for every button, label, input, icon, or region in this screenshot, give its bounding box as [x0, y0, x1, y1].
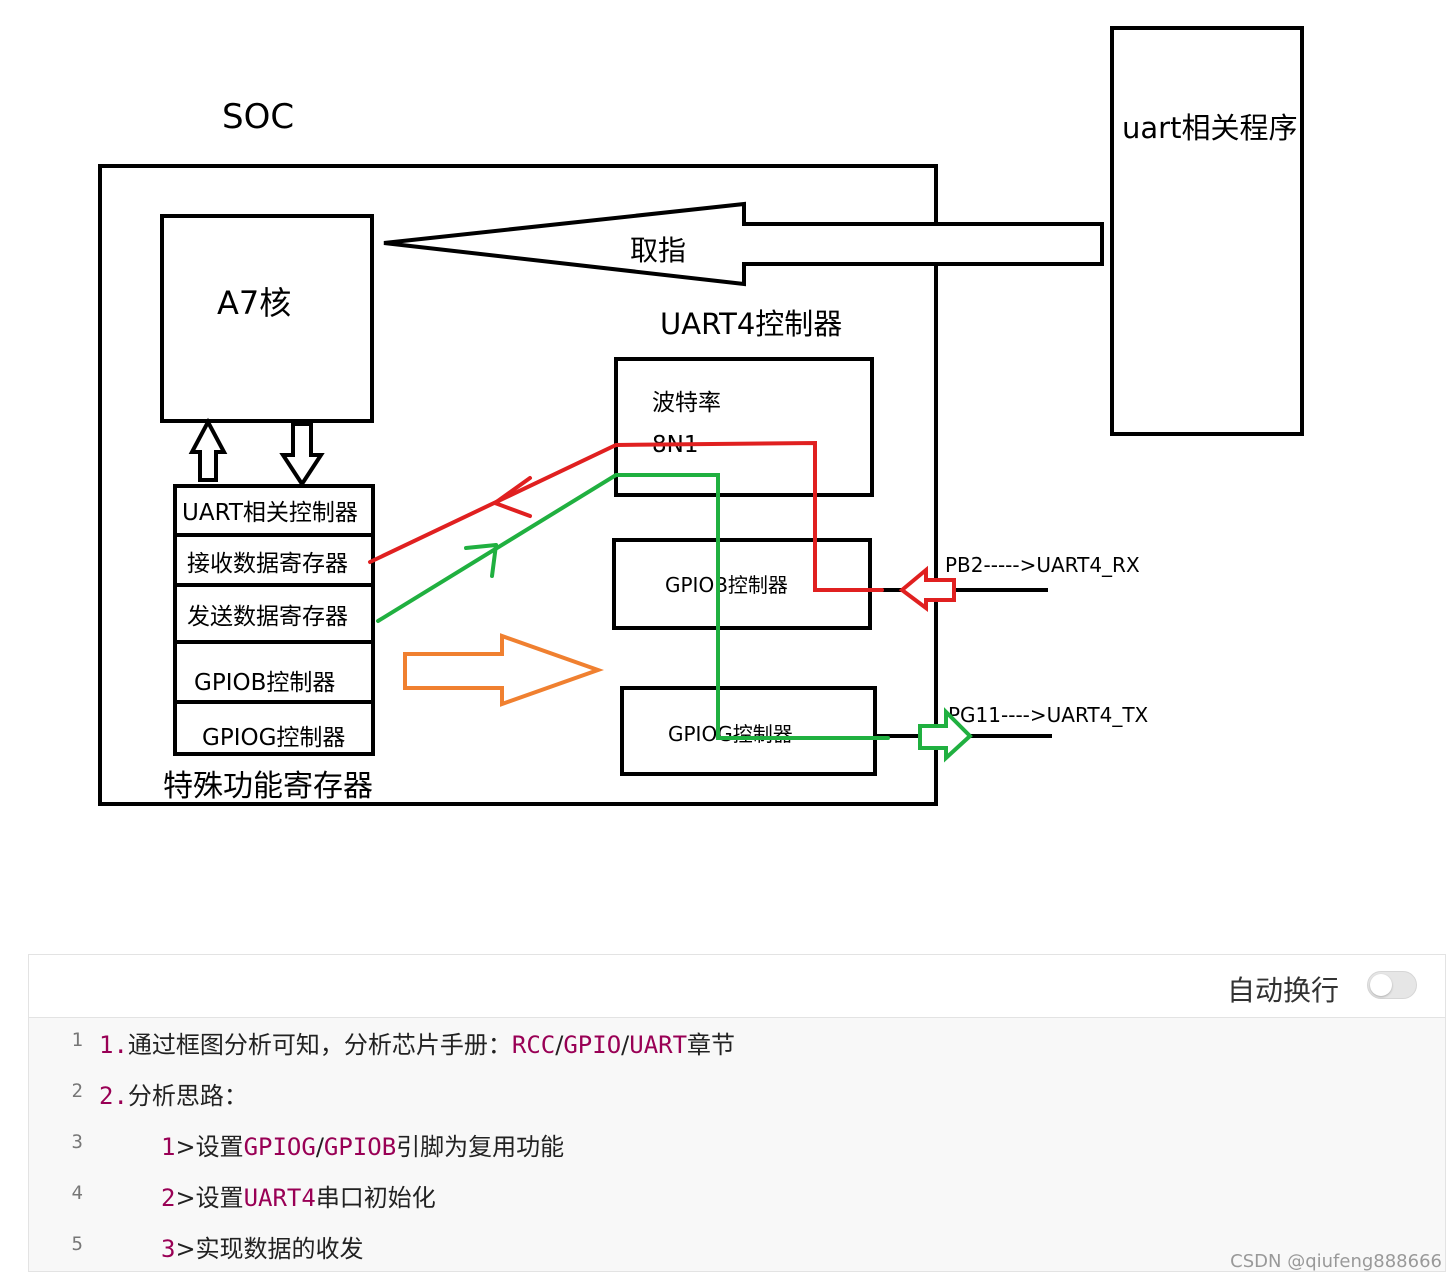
code-keyword: GPIOG [243, 1133, 316, 1161]
soc-box [98, 164, 938, 806]
code-line: 4 2>设置UART4串口初始化 [29, 1170, 1445, 1221]
uart4-controller-box [614, 357, 874, 497]
reg-gpiog-label: GPIOG控制器 [202, 725, 345, 751]
code-segment: / [315, 1133, 324, 1161]
toggle-knob [1370, 974, 1392, 996]
line-number: 4 [71, 1182, 83, 1204]
code-keyword: GPIO [563, 1031, 622, 1059]
code-keyword: UART4 [243, 1184, 316, 1212]
code-keyword: 2. [99, 1082, 128, 1110]
code-text: 2>设置UART4串口初始化 [161, 1178, 436, 1213]
gpiob-controller-label: GPIOB控制器 [665, 573, 788, 597]
code-keyword: GPIOB [323, 1133, 397, 1161]
code-segment: 引脚为复用功能 [396, 1133, 565, 1161]
code-keyword: 1. [99, 1031, 128, 1059]
code-segment: 串口初始化 [315, 1184, 436, 1212]
reg-rx-label: 接收数据寄存器 [187, 551, 348, 577]
code-keyword: RCC [511, 1031, 556, 1059]
up-arrow-icon [188, 417, 228, 482]
code-text: 1>设置GPIOG/GPIOB引脚为复用功能 [161, 1127, 564, 1162]
code-segment: >设置 [175, 1184, 244, 1212]
reg-uart-label: UART相关控制器 [182, 500, 358, 526]
code-keyword: 1 [161, 1133, 176, 1161]
pb2-label: PB2----->UART4_RX [945, 553, 1140, 577]
code-segment: >设置 [175, 1133, 244, 1161]
code-keyword: 3 [161, 1235, 176, 1263]
pg11-label: PG11---->UART4_TX [948, 703, 1149, 727]
gpiog-controller-box [620, 686, 877, 776]
code-line: 2 2.分析思路： [29, 1068, 1445, 1119]
uart-program-box [1110, 26, 1304, 436]
line-number: 1 [71, 1029, 83, 1051]
code-header: 自动换行 [29, 955, 1445, 1018]
watermark: CSDN @qiufeng888666 [1230, 1251, 1442, 1272]
code-keyword: UART [629, 1031, 688, 1059]
code-segment: 分析思路： [127, 1082, 248, 1110]
line-number: 5 [71, 1233, 83, 1255]
uart-block-diagram: SOC A7核 uart相关程序 取指 UART相关控制器 接收数据寄存器 发送… [98, 26, 1304, 806]
baud-rate-label: 波特率 [652, 390, 721, 416]
gpiob-controller-box [612, 538, 872, 630]
code-segment: / [621, 1031, 630, 1059]
map-arrow [403, 633, 604, 707]
uart4-controller-title: UART4控制器 [660, 307, 842, 341]
gpiog-controller-label: GPIOG控制器 [668, 722, 793, 746]
code-segment: 通过框图分析可知，分析芯片手册： [127, 1031, 512, 1059]
code-line: 5 3>实现数据的收发 [29, 1221, 1445, 1272]
code-text: 3>实现数据的收发 [161, 1229, 364, 1264]
uart-program-label: uart相关程序 [1122, 111, 1297, 145]
line-number: 2 [71, 1080, 83, 1102]
a7-core-box [160, 214, 374, 423]
rx-input-arrow-icon [898, 565, 956, 612]
auto-wrap-label: 自动换行 [1226, 974, 1339, 1007]
code-text: 1.通过框图分析可知，分析芯片手册：RCC/GPIO/UART章节 [99, 1025, 735, 1060]
code-text: 2.分析思路： [99, 1076, 248, 1111]
sfr-title: 特殊功能寄存器 [163, 769, 373, 804]
auto-wrap-toggle[interactable] [1367, 971, 1417, 999]
code-segment: / [555, 1031, 564, 1059]
code-segment: >实现数据的收发 [175, 1235, 364, 1263]
code-keyword: 2 [161, 1184, 176, 1212]
a7-core-label: A7核 [217, 284, 291, 322]
code-line: 3 1>设置GPIOG/GPIOB引脚为复用功能 [29, 1119, 1445, 1170]
reg-gpiob-label: GPIOB控制器 [194, 670, 335, 696]
reg-tx-label: 发送数据寄存器 [187, 604, 348, 630]
code-segment: 章节 [687, 1031, 736, 1059]
fetch-arrow [383, 201, 1104, 287]
sfr-stack [173, 484, 375, 756]
soc-title: SOC [222, 97, 294, 137]
fetch-label: 取指 [630, 234, 686, 267]
down-arrow-icon [279, 422, 325, 488]
tx-path [376, 473, 890, 740]
rx-path [368, 440, 884, 592]
tx-output-arrow-icon [918, 707, 973, 763]
line-number: 3 [71, 1131, 83, 1153]
